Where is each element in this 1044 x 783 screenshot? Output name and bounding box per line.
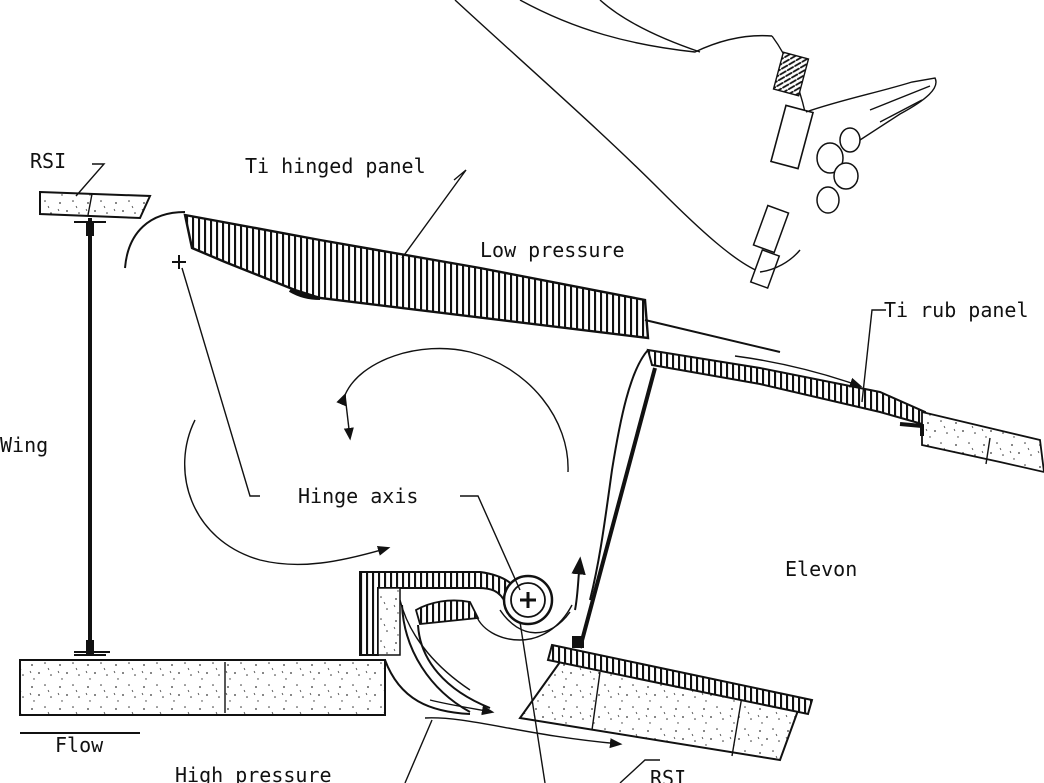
ti-hinged-panel xyxy=(183,213,781,353)
label-high-pressure: High pressure xyxy=(175,763,332,783)
label-wing: Wing xyxy=(0,433,48,457)
elevon-body xyxy=(546,348,1044,716)
flow-arrows xyxy=(183,347,863,749)
lower-rsi-insulation xyxy=(19,599,802,762)
label-hinge-axis: Hinge axis xyxy=(298,484,418,508)
hinge-axis-marker xyxy=(172,255,186,269)
label-ti-hinged-panel: Ti hinged panel xyxy=(245,154,426,178)
wing-structure xyxy=(39,190,186,656)
label-flow: Flow xyxy=(55,733,104,757)
orbiter-sketch xyxy=(454,0,937,290)
label-ti-rub-panel: Ti rub panel xyxy=(884,298,1029,322)
label-low-pressure: Low pressure xyxy=(480,238,625,262)
label-elevon: Elevon xyxy=(785,557,857,581)
cove-seal-structure xyxy=(359,571,573,713)
label-rsi-top: RSI xyxy=(30,149,66,173)
leader-lines xyxy=(75,163,886,783)
label-rsi-bottom: RSI xyxy=(650,766,686,783)
